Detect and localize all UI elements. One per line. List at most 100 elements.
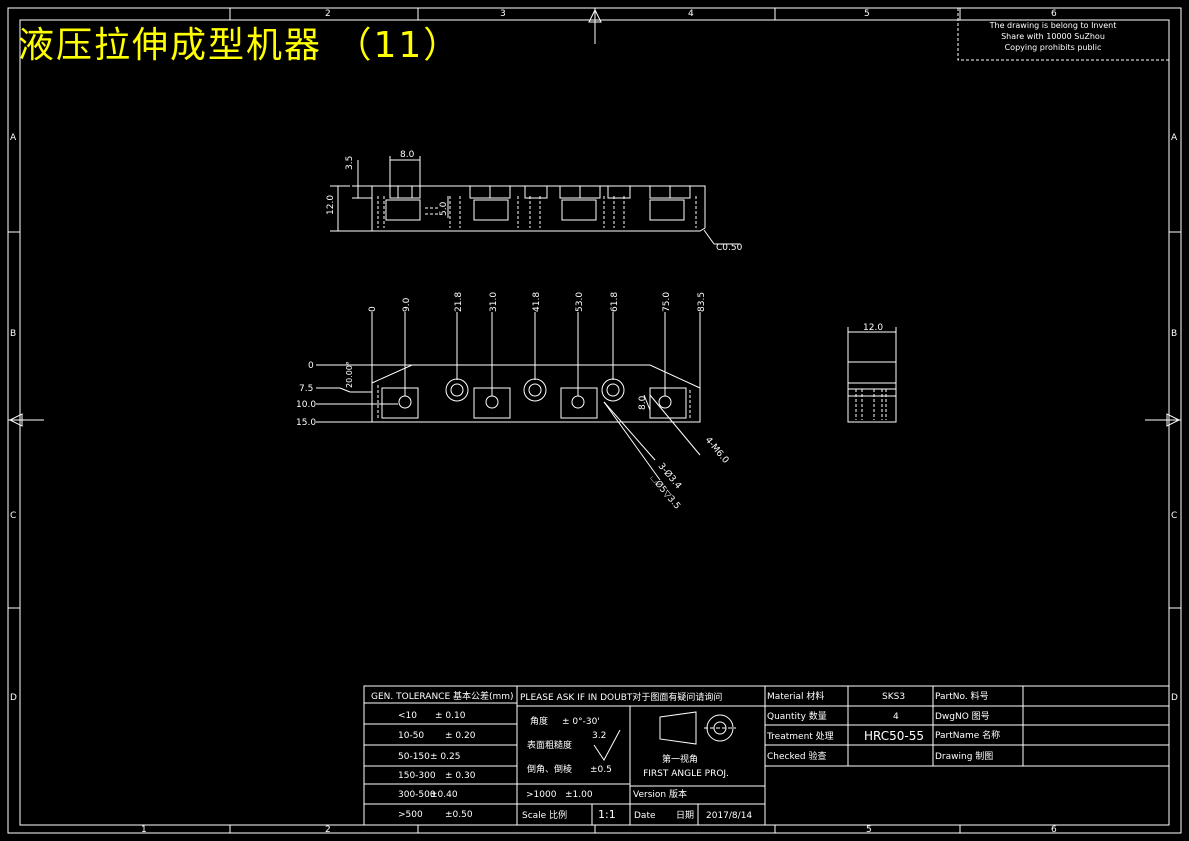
- please-ask-note: PLEASE ASK IF IN DOUBT对于图面有疑问请询问: [520, 691, 722, 703]
- top-view: [330, 156, 740, 245]
- date-label: Date: [634, 811, 656, 821]
- y-dim-label: 15.0: [296, 418, 316, 428]
- copyright-line: Copying prohibits public: [1005, 43, 1102, 52]
- tol-range: 300-500: [398, 790, 436, 800]
- front-hidden: [377, 385, 691, 420]
- first-angle-en: FIRST ANGLE PROJ.: [643, 769, 729, 779]
- top-view-dimensions: [330, 156, 740, 245]
- x-dim-label: 9.0: [402, 297, 412, 312]
- x-dim-label: 53.0: [575, 292, 585, 312]
- checked-label: Checked 验查: [767, 750, 826, 762]
- side-view: [847, 327, 897, 423]
- roughness-value: 3.2: [592, 731, 606, 741]
- first-angle-symbol: [659, 711, 736, 745]
- angle-label: 20.00°: [345, 361, 354, 388]
- angle-tol-label: 角度: [530, 715, 548, 727]
- x-dim-label: 75.0: [662, 292, 672, 312]
- title-block: [363, 685, 1170, 826]
- angle-tol-value: ± 0°-30': [562, 717, 600, 727]
- row-label: A: [1171, 133, 1178, 143]
- drawing-label: Drawing 制图: [935, 750, 993, 762]
- dim-label: 12.0: [326, 195, 336, 215]
- col-label: 5: [864, 9, 870, 19]
- col-label: 6: [1051, 9, 1057, 19]
- partno-label: PartNo. 料号: [935, 690, 989, 702]
- dim-label: 5.0: [439, 201, 449, 216]
- x-dim-label: 0: [368, 306, 378, 312]
- dwgno-label: DwgNO 图号: [935, 711, 990, 722]
- over1000-value: ±1.00: [565, 790, 593, 800]
- treatment-value: HRC50-55: [864, 729, 924, 743]
- border-labels: 2 3 4 5 6 1 2 5 6 A B C D A B C D: [10, 9, 1178, 835]
- row-label: A: [10, 133, 17, 143]
- tol-value: ± 0.25: [430, 752, 460, 762]
- copyright-line: The drawing is belong to Invent: [989, 21, 1117, 30]
- col-label: 3: [500, 9, 506, 19]
- tol-value: ±0.50: [445, 810, 473, 820]
- scale-value: 1:1: [598, 808, 616, 821]
- top-view-labels: 8.0 3.5 12.0 5.0 C0.50: [326, 150, 743, 253]
- chamfer-tol-label: 倒角、倒棱: [527, 763, 572, 775]
- material-value: SKS3: [882, 692, 905, 702]
- tol-value: ± 0.30: [445, 771, 476, 781]
- y-dim-label: 7.5: [299, 384, 313, 394]
- title-block-text: GEN. TOLERANCE 基本公差(mm) <10 ± 0.10 10-50…: [371, 690, 1000, 821]
- quantity-value: 4: [893, 712, 899, 722]
- date-label-cn: 日期: [676, 810, 694, 821]
- front-view-holes: [398, 378, 672, 409]
- row-label: C: [1171, 511, 1177, 521]
- material-label: Material 材料: [767, 690, 824, 702]
- tol-value: ±0.40: [430, 790, 458, 800]
- copyright-notice: The drawing is belong to Invent Share wi…: [989, 21, 1117, 52]
- row-label: D: [10, 693, 17, 703]
- tol-range: >500: [398, 810, 423, 820]
- front-x-dims: [371, 312, 701, 396]
- col-label: 1: [141, 825, 147, 835]
- tol-range: 50-150: [398, 752, 430, 762]
- front-view: [316, 312, 701, 481]
- x-dim-label: 61.8: [610, 292, 620, 312]
- col-label: 4: [688, 9, 694, 19]
- roughness-label: 表面粗糙度: [527, 739, 572, 751]
- partname-label: PartName 名称: [935, 729, 1000, 741]
- row-label: C: [10, 511, 16, 521]
- y-dim-label: 10.0: [296, 400, 316, 410]
- dim-label: 8.0: [400, 150, 415, 160]
- over1000-label: >1000: [526, 790, 557, 800]
- tol-range: 10-50: [398, 731, 424, 741]
- y-dim-label: 0: [308, 361, 314, 371]
- dim-label: 3.5: [345, 156, 355, 170]
- side-hidden: [855, 389, 887, 420]
- treatment-label: Treatment 处理: [766, 730, 834, 742]
- callout-label: 4-M6.0: [703, 436, 731, 466]
- tol-value: ± 0.20: [445, 731, 476, 741]
- x-dim-label: 31.0: [489, 292, 499, 312]
- page-title: 液压拉伸成型机器 （11）: [18, 25, 462, 66]
- quantity-label: Quantity 数量: [767, 710, 827, 722]
- col-label: 5: [866, 825, 872, 835]
- front-y-dims: [316, 364, 701, 481]
- top-view-slots: [385, 185, 691, 221]
- dim-label: 8.0: [638, 395, 648, 410]
- row-label: B: [10, 329, 16, 339]
- chamfer-tol-value: ±0.5: [590, 765, 612, 775]
- scale-label: Scale 比例: [522, 809, 567, 821]
- row-label: D: [1171, 693, 1178, 703]
- version-label: Version 版本: [633, 788, 687, 800]
- x-dim-label: 41.8: [532, 292, 542, 312]
- x-dim-label: 21.8: [454, 292, 464, 312]
- tol-header: GEN. TOLERANCE 基本公差(mm): [371, 690, 514, 702]
- tol-range: 150-300: [398, 771, 436, 781]
- col-label: 2: [325, 9, 331, 19]
- drawing-border: [7, 7, 1182, 834]
- tol-value: ± 0.10: [435, 711, 466, 721]
- row-label: B: [1171, 329, 1177, 339]
- tol-range: <10: [398, 711, 417, 721]
- x-dim-label: 83.5: [697, 292, 707, 312]
- hidden-lines: [377, 196, 697, 228]
- col-label: 2: [325, 825, 331, 835]
- chamfer-label: C0.50: [716, 243, 743, 253]
- col-label: 6: [1051, 825, 1057, 835]
- side-width-label: 12.0: [863, 323, 883, 333]
- copyright-line: Share with 10000 SuZhou: [1001, 32, 1105, 41]
